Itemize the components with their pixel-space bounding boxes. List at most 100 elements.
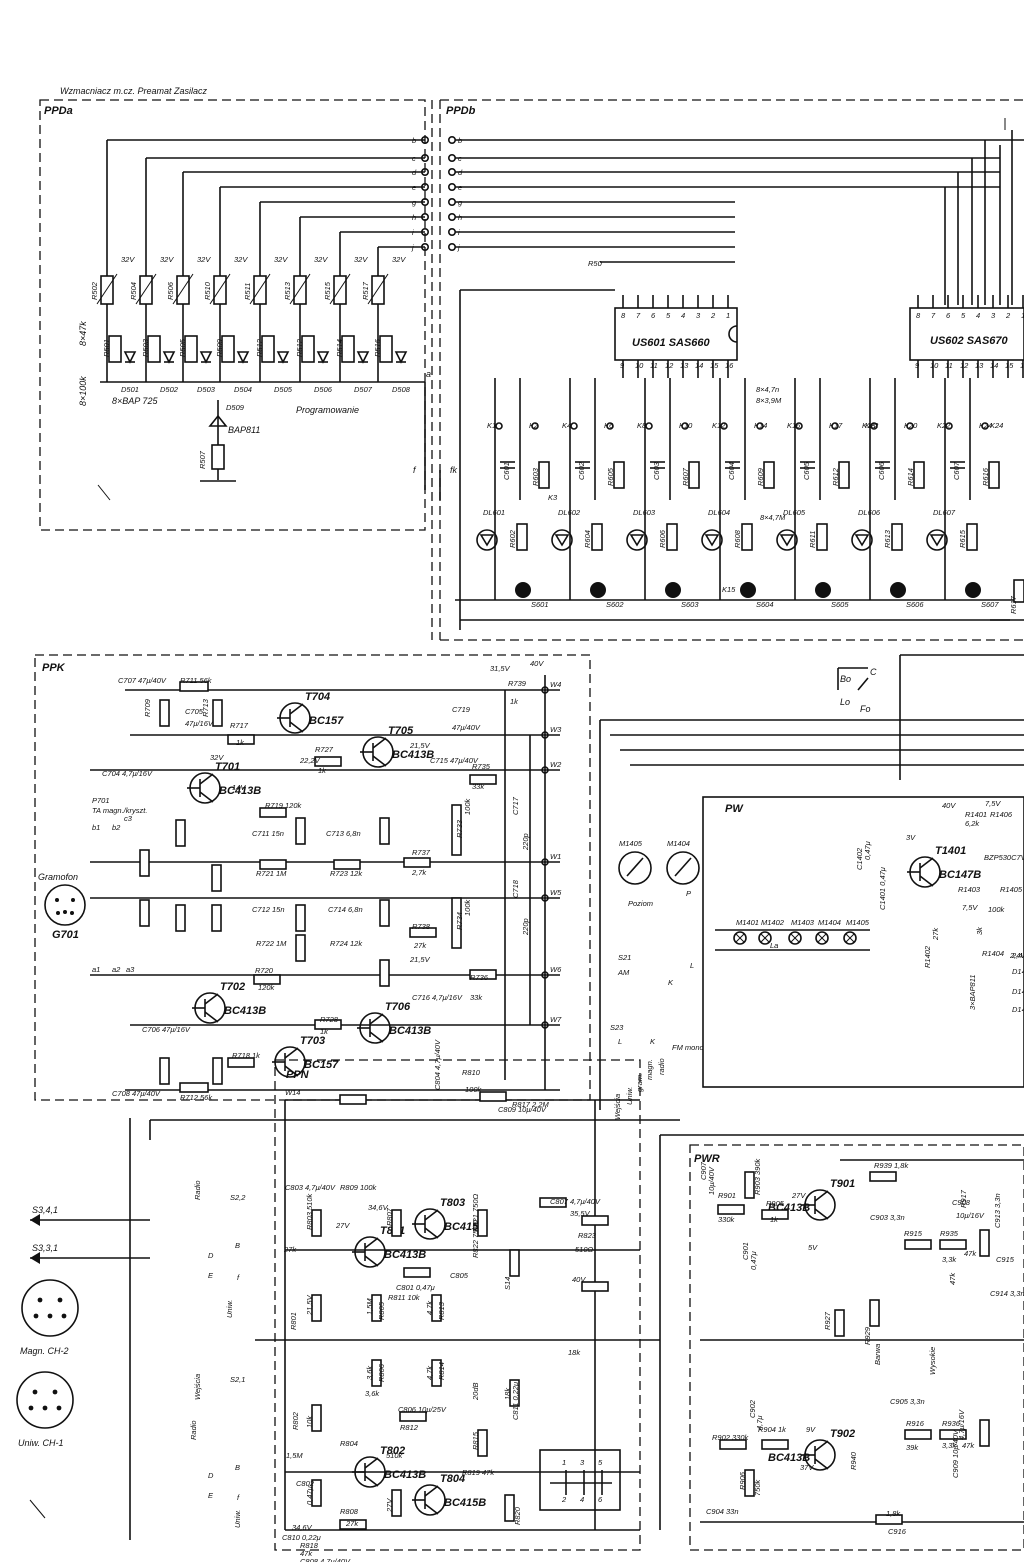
ppk-transistor-4-type: BC157 (304, 1059, 339, 1071)
ppn-switch-label-7: Wejścia (193, 1374, 202, 1400)
pw-switch-label-12: radio (657, 1058, 666, 1075)
ppk-label-2: R709 (143, 698, 152, 717)
us601-pin-bottom-5: 14 (695, 361, 703, 370)
ppn-switch-label-11: D (208, 1471, 214, 1480)
ppn-label-35: C804 4,7μ/40V (433, 1039, 442, 1090)
ppdb-key-label-b-1: K6 (604, 421, 614, 430)
ppn-label-53: R820 (513, 1506, 522, 1525)
pw-label-23: 3×BAP811 (968, 974, 977, 1010)
ppk-label-56: R712 56k (180, 1093, 213, 1102)
ppn-label-43: R823 (578, 1231, 597, 1240)
ppn-label-48: 20dB (471, 1382, 480, 1401)
ppda-voltage-0: 32V (121, 255, 135, 264)
bus-letter-left-1: c (412, 154, 416, 163)
ppk-label-47: R728 (320, 1015, 339, 1024)
ppk-resistor-1 (159, 699, 170, 727)
ppk-label-10: 1k (318, 766, 327, 775)
ppk-label-24: R719 120k (265, 801, 303, 810)
us601-pin-top-0: 8 (621, 311, 626, 320)
ppda-pot-3 (213, 275, 227, 305)
ppdb-res-bottom-label-4: R611 (808, 531, 817, 548)
ppda-res-label-1: R503 (141, 338, 150, 357)
us602-pin-top-4: 4 (976, 311, 980, 320)
ppn-label-32: 34,6V (292, 1523, 313, 1532)
us602-pin-top-3: 5 (961, 311, 966, 320)
ic-pins: 8971061151241331421511689710611512413314… (620, 295, 1024, 378)
ppn-resistor-16 (581, 1215, 609, 1226)
pw-label-9: 100k (988, 905, 1006, 914)
ppdb-res-top-3 (763, 461, 775, 489)
ppk-bus-label-6: W7 (550, 1015, 562, 1024)
ppdb-key-label-b-3: K14 (754, 421, 767, 430)
us602-pin-bottom-0: 9 (915, 361, 920, 370)
pw-lamp-0 (733, 931, 747, 945)
ppdb-switch-label-6: S607 (981, 600, 999, 609)
ppn-label-40: C807 4,7μ/40V (550, 1197, 601, 1206)
us601-pin-top-1: 7 (636, 311, 641, 320)
pwr-resistor-15 (875, 1514, 903, 1525)
ppn-label-37: 100k (465, 1085, 483, 1094)
ppdb-key-label-a-0: K1 (487, 421, 496, 430)
ppn-label-14: R805 (377, 1301, 386, 1320)
pwr-label-22: C914 3,3n (990, 1289, 1024, 1298)
ppdb-key-label-a-5: K18 (862, 421, 876, 430)
ppda-voltage-6: 32V (354, 255, 368, 264)
ppda-res-1 (147, 335, 161, 363)
us601-pin-bottom-0: 9 (620, 361, 625, 370)
ppdb-cap-label-4: C605 (802, 461, 811, 480)
us601-pin-bottom-7: 16 (725, 361, 734, 370)
ppk-transistor-1-ref: T705 (388, 725, 414, 737)
ppdb-res-top-label-0: R603 (531, 467, 540, 486)
din-connector-uniw: Uniw. CH-1 (16, 1371, 74, 1448)
ppk-label-55: C708 47μ/40V (112, 1089, 161, 1098)
ppk-resistor-8 (175, 819, 186, 847)
ppk-label-18: C715 47μ/40V (430, 756, 479, 765)
bus-letter-left-7: j (411, 243, 414, 252)
ppk-bus-dot-6 (541, 1021, 549, 1029)
ppn-label-9: R811 10k (388, 1293, 421, 1302)
ppdb-key-label-a-6: K22 (937, 421, 951, 430)
ppn-output-1: S3,4,1 (32, 1205, 58, 1215)
ppdb-switch-6 (965, 582, 981, 598)
ppk-label-43: C718 (511, 879, 520, 898)
ppdb-res-bottom-1 (591, 523, 603, 551)
ppn-resistor-20 (477, 1429, 488, 1457)
ppda-fk: fk (450, 465, 458, 475)
bus-contact-left-4 (420, 198, 429, 207)
pwr-label-31: R904 1k (758, 1425, 787, 1434)
ppn-label-30: 510k (386, 1451, 404, 1460)
ppk-label-54: R718 1k (232, 1051, 261, 1060)
ppda-diode-label-3: D504 (234, 385, 252, 394)
pwr-label-44: R940 (849, 1451, 858, 1470)
ppn-label-45: R821 750Ω (471, 1193, 480, 1232)
ppn-label-19: 4,7k (425, 1365, 434, 1380)
ppdb-res-top-label-4: R612 (831, 467, 840, 486)
ppn-label-3: R803 510k (305, 1192, 314, 1230)
pw-switch-label-2: K (668, 978, 674, 987)
ppdb-led-label-0: DL601 (483, 508, 505, 517)
pw-label-22: D1403 (1012, 1005, 1024, 1014)
pwr-label-21: C915 (996, 1255, 1015, 1264)
ppk-label-20: R735 (472, 762, 491, 771)
ppn-resistor-13 (339, 1519, 367, 1530)
ppk-bus-dot-3 (541, 858, 549, 866)
ppk-resistor-22 (253, 974, 281, 985)
ppk-label-21: 33k (472, 782, 485, 791)
ppn-switch-label-1: Radio (193, 1180, 202, 1200)
ppdb-cap-label-2: C603 (652, 461, 661, 480)
ppk-label-45: R720 (255, 966, 274, 975)
ppn-label-6: R807 (385, 1207, 394, 1226)
pw-lamp-label-3: M1404 (818, 918, 841, 927)
ppn-transistor-1-ref: T803 (440, 1197, 465, 1209)
ppdb-res-bottom-label-0: R602 (508, 529, 517, 548)
us602-pin-top-6: 2 (1005, 311, 1011, 320)
ppdb-res-bottom-label-1: R604 (583, 530, 592, 548)
ppn-transistor-2-type: BC413B (384, 1469, 426, 1481)
contact-legend: 1 3 5 2 4 6 (539, 1449, 621, 1511)
ppda-voltage-5: 32V (314, 255, 328, 264)
ppn-label-8: C801 0,47μ (396, 1283, 435, 1292)
